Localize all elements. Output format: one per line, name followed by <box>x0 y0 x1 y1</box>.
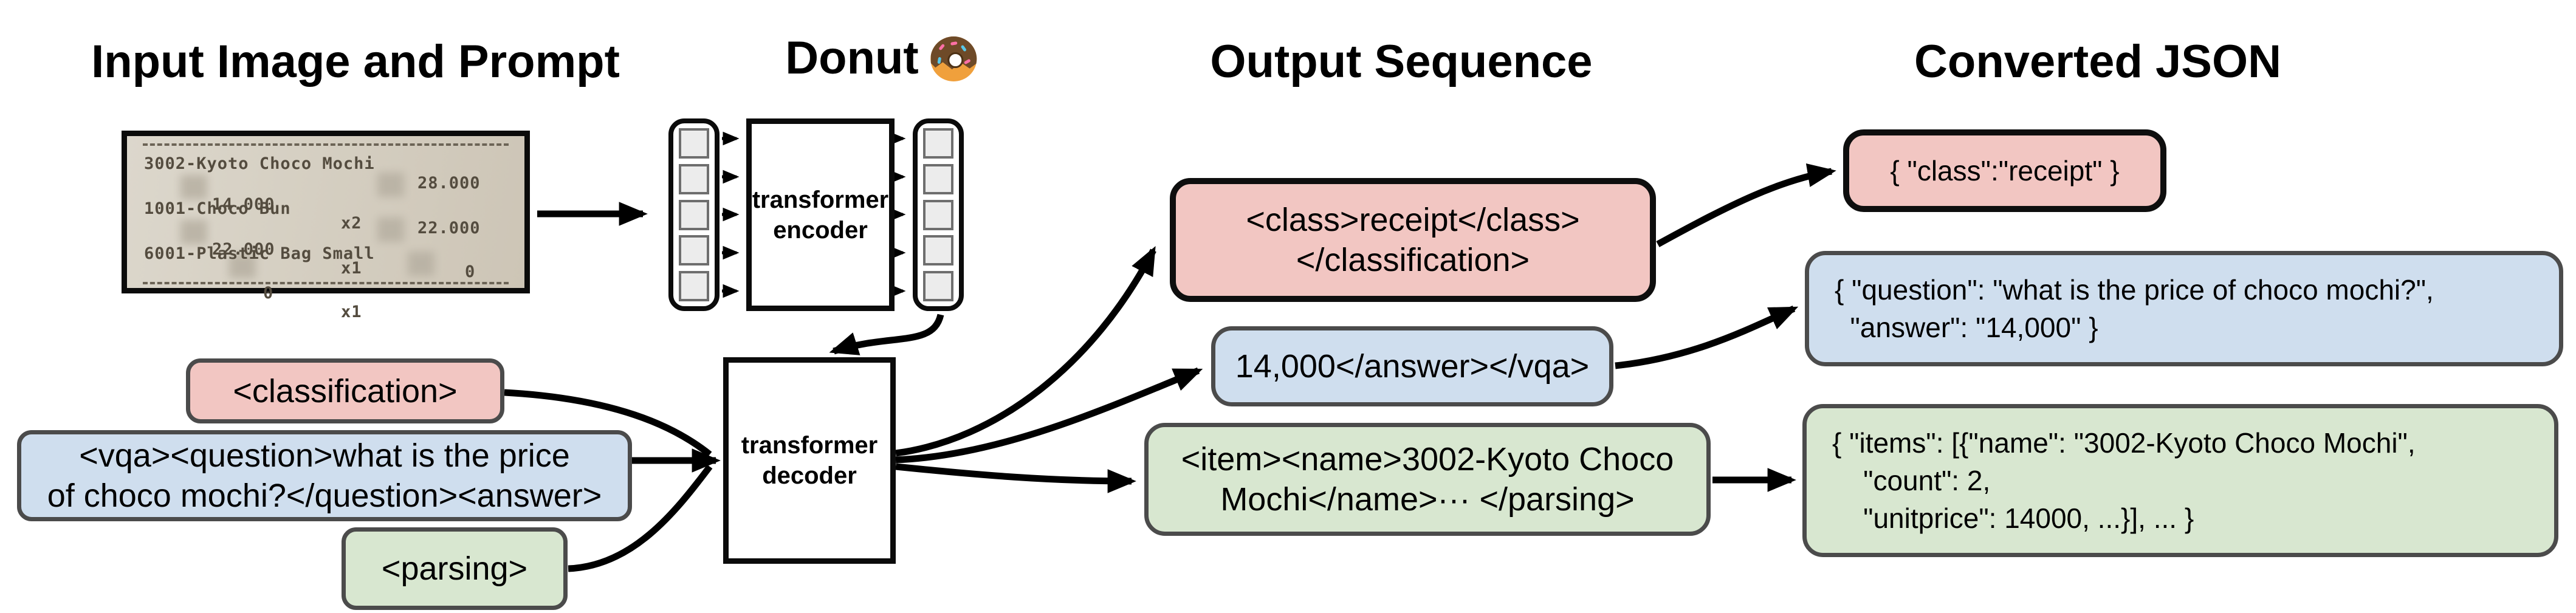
arrow-prompt-classification <box>504 389 712 457</box>
prompt-vqa-line1: <vqa><question>what is the price <box>79 437 570 474</box>
prompt-vqa-line2: of choco mochi?</question><answer> <box>47 478 602 514</box>
title-converted-json: Converted JSON <box>1914 36 2281 87</box>
output-parsing-line2: Mochi</name>··· </parsing> <box>1220 481 1635 518</box>
receipt-redaction <box>180 175 207 199</box>
patch-square <box>923 235 953 266</box>
prompt-parsing-text: <parsing> <box>381 550 528 587</box>
donut-hole <box>947 52 964 68</box>
output-vqa-text: 14,000</answer></vqa> <box>1235 348 1590 385</box>
prompt-vqa-box: <vqa><question>what is the price of choc… <box>17 430 632 521</box>
patch-square <box>679 235 709 266</box>
receipt-item-amounts: 22.000 x1 22.000 <box>127 219 524 315</box>
transformer-decoder-block: transformer decoder <box>723 357 896 564</box>
arrow-decoder-to-vqa <box>895 367 1203 464</box>
receipt-redaction <box>377 217 404 242</box>
json-vqa-box: { "question": "what is the price of choc… <box>1805 251 2563 366</box>
receipt-total: 28.000 <box>417 174 481 193</box>
json-parsing-line3: "unitprice": 14000, ...}], ... } <box>1832 502 2194 534</box>
input-receipt-image: 3002-Kyoto Choco Mochi 14.000 x2 28.000 … <box>122 131 530 321</box>
output-vqa-box: 14,000</answer></vqa> <box>1211 326 1613 406</box>
receipt-price: 14.000 <box>212 195 275 214</box>
receipt-qty: x1 <box>341 259 362 278</box>
output-classification-box: <class>receipt</class> </classification> <box>1170 178 1656 302</box>
receipt-item-amounts: 14.000 x2 28.000 <box>127 174 524 270</box>
receipt-total: 0 <box>465 262 476 281</box>
receipt-price: 22.000 <box>212 240 275 259</box>
receipt-item-name: 6001-Plastic Bag Small <box>144 244 375 263</box>
arrow-classification-to-json <box>1656 163 1836 247</box>
output-classification-line1: <class>receipt</class> <box>1246 202 1580 238</box>
receipt-item-name: 1001-Choco Bun <box>144 199 291 218</box>
patch-square <box>923 163 953 194</box>
encoder-label-line2: encoder <box>773 216 868 244</box>
patch-square <box>679 199 709 230</box>
prompt-parsing-box: <parsing> <box>342 527 568 610</box>
receipt-total: 22.000 <box>417 219 481 238</box>
prompt-classification-text: <classification> <box>233 372 458 409</box>
encoder-label-line1: transformer <box>752 186 889 213</box>
patch-square <box>679 163 709 194</box>
output-parsing-line1: <item><name>3002-Kyoto Choco <box>1181 441 1674 478</box>
receipt-item-name: 3002-Kyoto Choco Mochi <box>144 154 375 173</box>
patch-square <box>923 271 953 301</box>
receipt-item-amounts: 0 x1 0 <box>127 262 524 359</box>
json-classification-text: { "class":"receipt" } <box>1890 155 2120 187</box>
json-classification-box: { "class":"receipt" } <box>1843 129 2166 212</box>
receipt-redaction <box>377 173 404 197</box>
title-output-sequence: Output Sequence <box>1210 36 1593 87</box>
receipt-qty: x1 <box>341 303 362 321</box>
receipt-qty: x2 <box>341 214 362 233</box>
donut-icon <box>929 33 980 84</box>
json-vqa-line1: { "question": "what is the price of choc… <box>1835 274 2434 306</box>
patch-square <box>679 271 709 301</box>
title-donut: Donut <box>785 32 979 84</box>
json-parsing-line1: { "items": [{"name": "3002-Kyoto Choco M… <box>1832 427 2416 459</box>
decoder-label-line1: transformer <box>741 432 878 459</box>
output-parsing-box: <item><name>3002-Kyoto Choco Mochi</name… <box>1144 423 1711 536</box>
patch-square <box>923 199 953 230</box>
receipt-content: 3002-Kyoto Choco Mochi 14.000 x2 28.000 … <box>127 136 524 321</box>
json-parsing-line2: "count": 2, <box>1832 465 1991 496</box>
json-parsing-box: { "items": [{"name": "3002-Kyoto Choco M… <box>1802 404 2558 557</box>
decoder-label-line2: decoder <box>762 462 857 489</box>
arrow-vqa-to-json <box>1615 305 1799 369</box>
receipt-redaction <box>408 252 434 276</box>
json-vqa-line2: "answer": "14,000" } <box>1835 312 2098 343</box>
receipt-redaction <box>229 254 256 278</box>
receipt-price: 0 <box>263 284 274 303</box>
arrow-decoder-to-parsing <box>895 463 1136 493</box>
output-classification-line2: </classification> <box>1296 242 1530 278</box>
transformer-encoder-block: transformer encoder <box>746 118 895 311</box>
arrow-encoder-to-decoder <box>829 313 944 355</box>
arrow-decoder-to-classification <box>895 246 1156 457</box>
receipt-dashed-line <box>143 143 509 146</box>
arrow-prompt-parsing <box>568 464 713 572</box>
encoder-output-embeddings <box>913 118 964 311</box>
encoder-input-patches <box>668 118 720 311</box>
title-donut-text: Donut <box>785 32 919 84</box>
patch-square <box>679 128 709 159</box>
receipt-redaction <box>180 220 207 244</box>
prompt-classification-box: <classification> <box>186 358 504 423</box>
patch-square <box>923 128 953 159</box>
title-input-image-and-prompt: Input Image and Prompt <box>91 36 620 87</box>
receipt-dashed-line <box>143 282 509 284</box>
